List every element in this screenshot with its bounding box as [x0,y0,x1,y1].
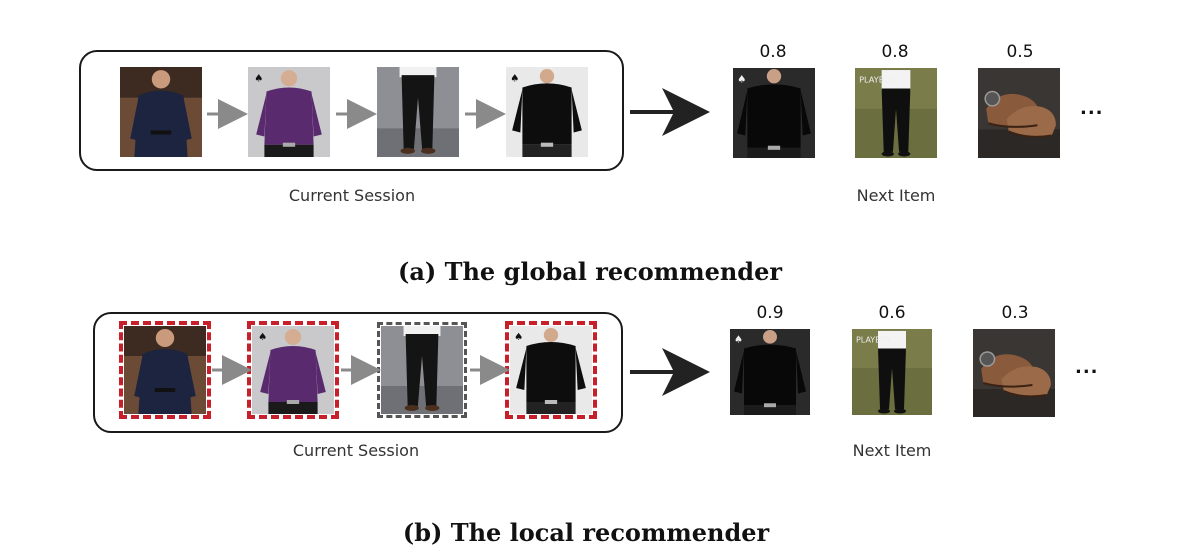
score-3-b: 0.3 [1001,303,1029,323]
score-2-b: 0.6 [878,303,906,323]
next-item-1-b [730,329,810,415]
score-1-b: 0.9 [756,303,784,323]
session-label-b: Current Session [292,441,420,460]
score-1-a: 0.8 [759,42,787,62]
next-item-3-b [973,329,1055,417]
ellipsis-a: ... [1080,98,1104,119]
caption-b: (b) The local recommender [402,518,770,547]
caption-a: (a) The global recommender [398,257,782,286]
score-3-a: 0.5 [1006,42,1034,62]
next-label-b: Next Item [852,441,932,460]
next-item-2-b [852,329,932,415]
ellipsis-b: ... [1075,357,1099,378]
session-label-a: Current Session [288,186,416,205]
next-label-a: Next Item [856,186,936,205]
score-2-a: 0.8 [881,42,909,62]
